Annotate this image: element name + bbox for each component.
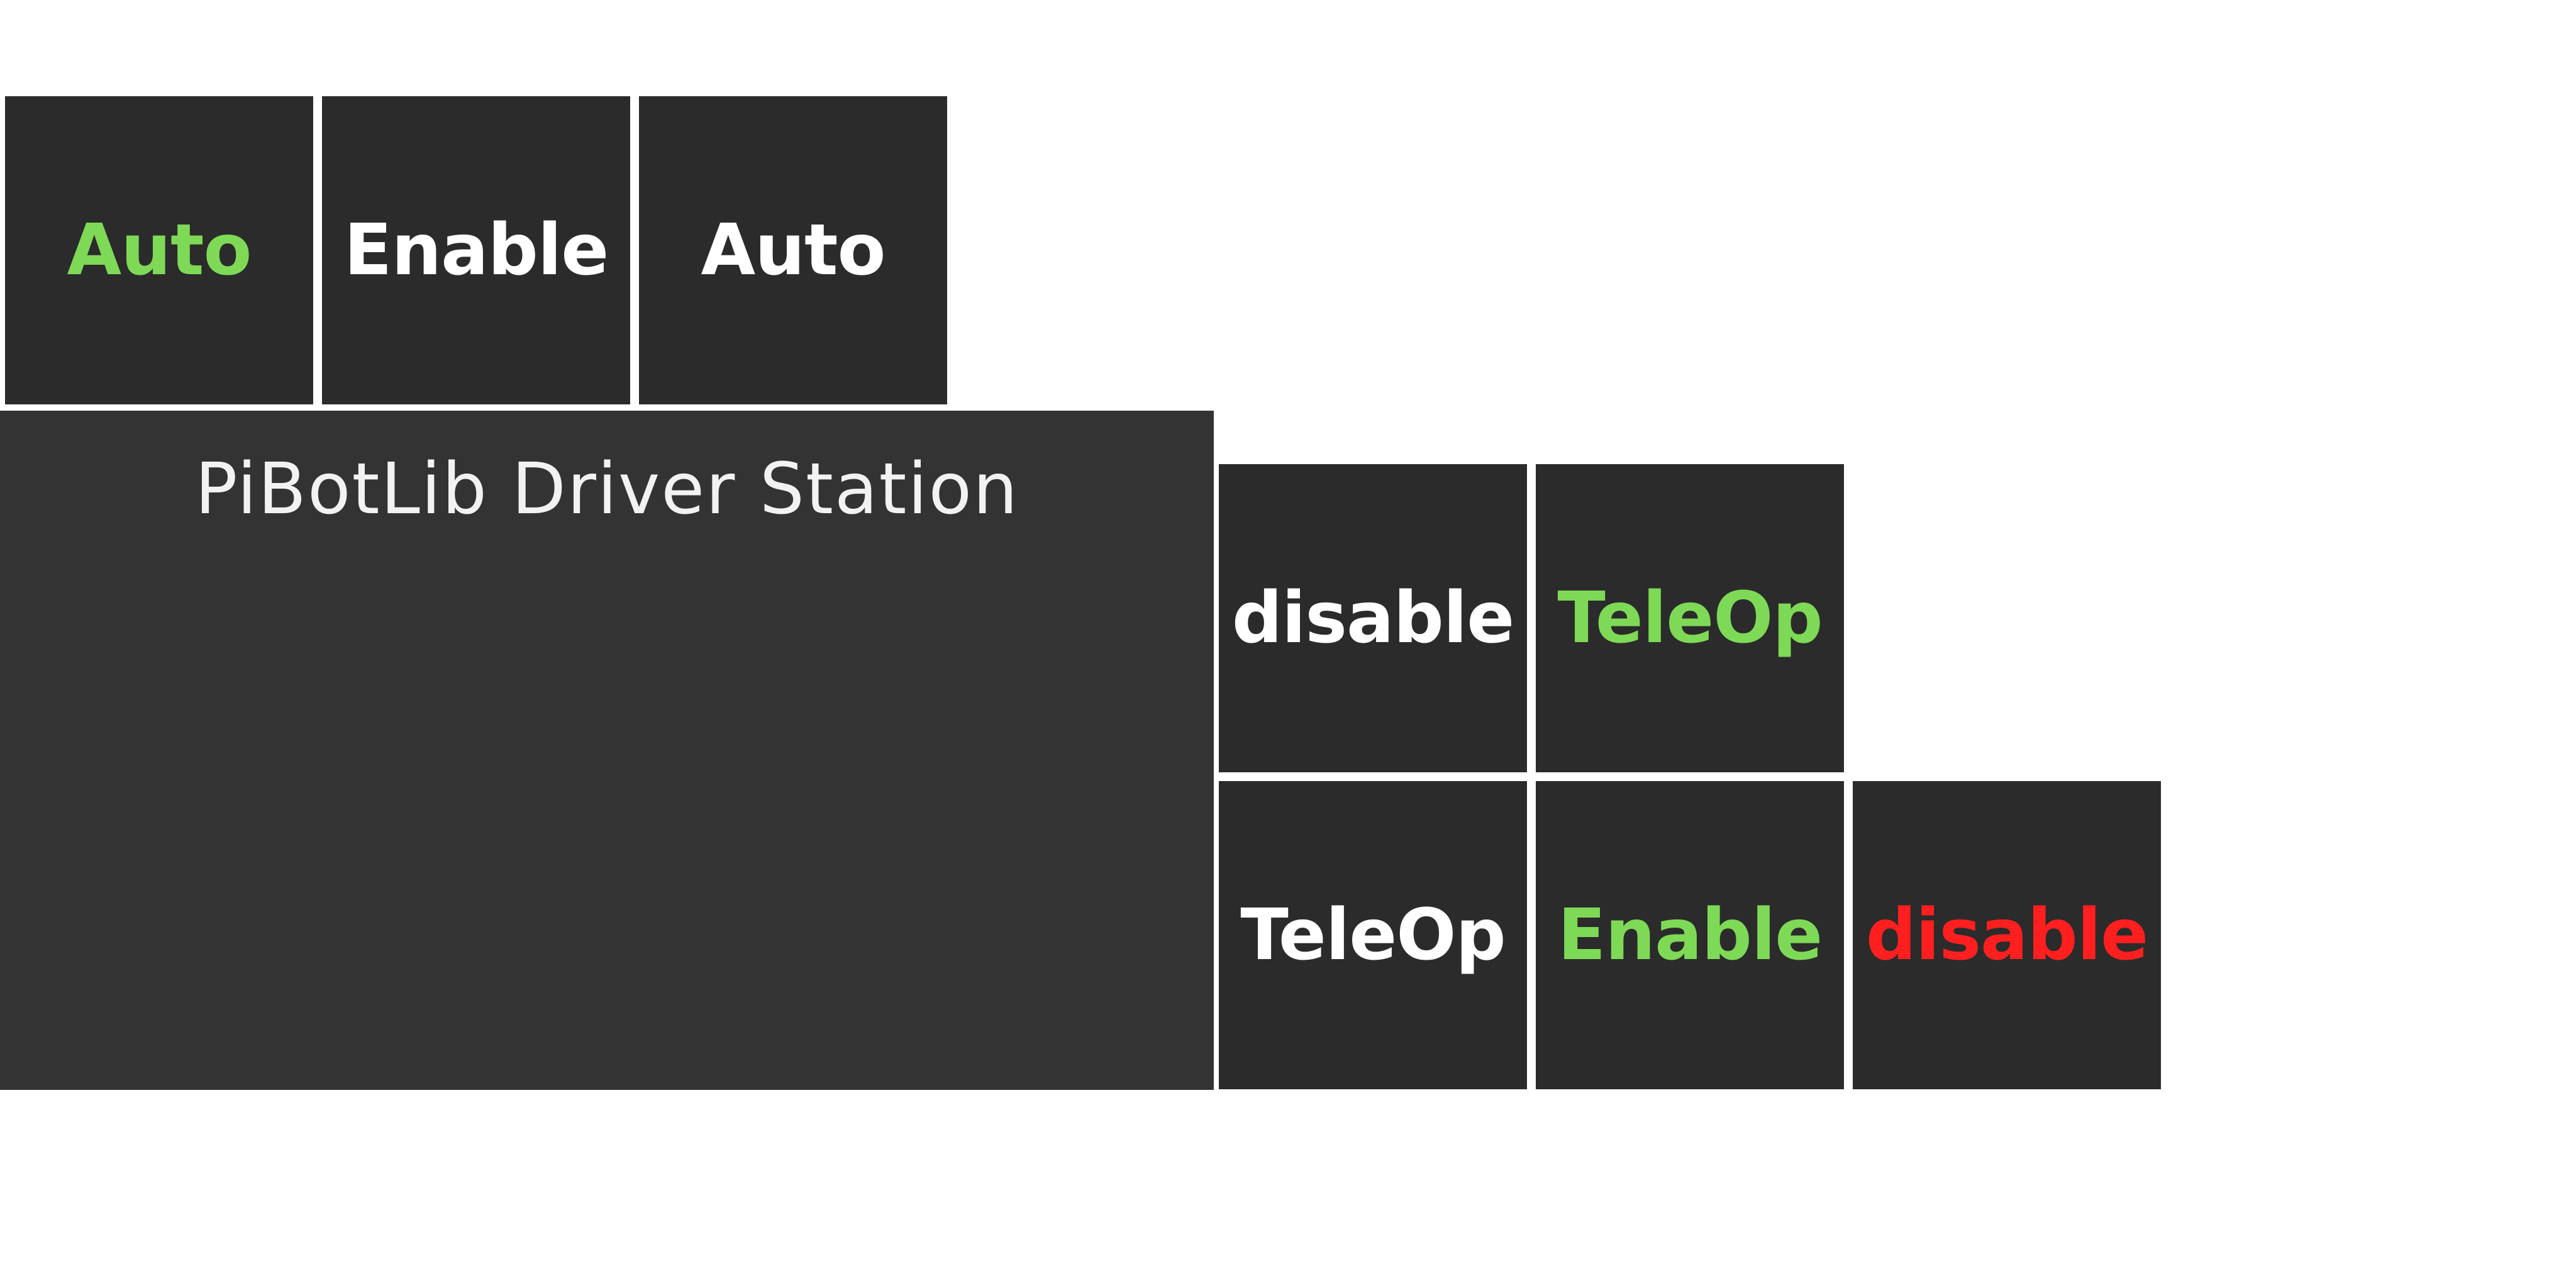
- enable-button[interactable]: Enable: [322, 96, 630, 404]
- driver-station-panel: PiBotLib Driver Station: [0, 411, 1214, 1090]
- auto-mode-label: Auto: [701, 209, 886, 291]
- auto-mode-button-active[interactable]: Auto: [5, 96, 313, 404]
- disable-label: disable: [1231, 577, 1514, 659]
- teleop-mode-button[interactable]: TeleOp: [1219, 781, 1527, 1089]
- teleop-mode-button-active[interactable]: TeleOp: [1536, 464, 1844, 772]
- panel-title: PiBotLib Driver Station: [194, 448, 1019, 530]
- teleop-mode-label: TeleOp: [1240, 894, 1506, 976]
- enable-button-active[interactable]: Enable: [1536, 781, 1844, 1089]
- disable-button[interactable]: disable: [1219, 464, 1527, 772]
- disable-button-active[interactable]: disable: [1853, 781, 2161, 1089]
- teleop-mode-label: TeleOp: [1557, 577, 1823, 659]
- disable-label: disable: [1865, 894, 2148, 976]
- enable-label: Enable: [1557, 894, 1823, 976]
- auto-mode-label: Auto: [67, 209, 252, 291]
- auto-mode-button[interactable]: Auto: [639, 96, 947, 404]
- enable-label: Enable: [343, 209, 609, 291]
